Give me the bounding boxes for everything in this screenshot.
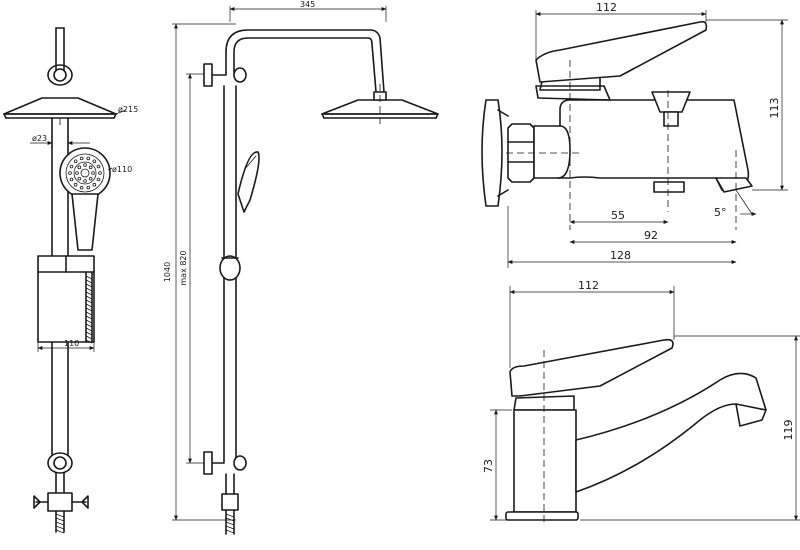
front-hand-shower — [59, 147, 111, 251]
side-hand-shower — [237, 151, 260, 213]
bath-diverter-knob — [651, 91, 691, 113]
rail-diameter-label: ø23 — [32, 134, 47, 143]
front-bottom-ring — [47, 452, 73, 474]
basin-mixer-body — [513, 409, 577, 513]
bath-mixer-view: 112 113 5° — [481, 1, 788, 268]
bath-mixer-body — [533, 99, 750, 191]
front-top-ring — [47, 64, 73, 86]
side-diverter — [221, 493, 239, 511]
basin-height-label: 119 — [782, 420, 795, 441]
handshower-diameter-label: ø110 — [112, 165, 132, 174]
shower-front-view: ø23 ø215 ø110 110 — [3, 27, 138, 534]
holder-width-label: 110 — [64, 339, 79, 348]
arm-length-label: 345 — [300, 0, 315, 9]
bath-shower-outlet — [653, 181, 685, 193]
bath-height-label: 113 — [768, 98, 781, 119]
bath-d92-label: 92 — [644, 229, 658, 242]
bath-d55-label: 55 — [611, 209, 625, 222]
bath-d128-label: 128 — [610, 249, 631, 262]
shower-side-view: 1040 max 820 345 — [163, 0, 439, 535]
bath-angle-label: 5° — [714, 206, 727, 219]
bath-width-top-label: 112 — [596, 1, 617, 14]
total-height-label: 1040 — [163, 262, 172, 282]
front-diverter — [47, 492, 73, 512]
basin-body-height-label: 73 — [482, 459, 495, 473]
side-curved-arm — [225, 29, 385, 93]
basin-mixer-spout — [575, 372, 767, 493]
basin-mixer-lever — [509, 338, 674, 397]
head-diameter-label: ø215 — [118, 105, 138, 114]
bath-wall-flange — [481, 99, 503, 207]
basin-width-label: 112 — [578, 279, 599, 292]
front-head-shower — [3, 97, 117, 115]
basin-mixer-base — [505, 511, 579, 521]
side-slider — [219, 255, 241, 281]
basin-aerator — [735, 403, 767, 427]
basin-mixer-view: 112 119 73 — [482, 279, 800, 526]
max-height-label: max 820 — [179, 250, 188, 285]
bath-mixer-lever — [535, 20, 708, 83]
